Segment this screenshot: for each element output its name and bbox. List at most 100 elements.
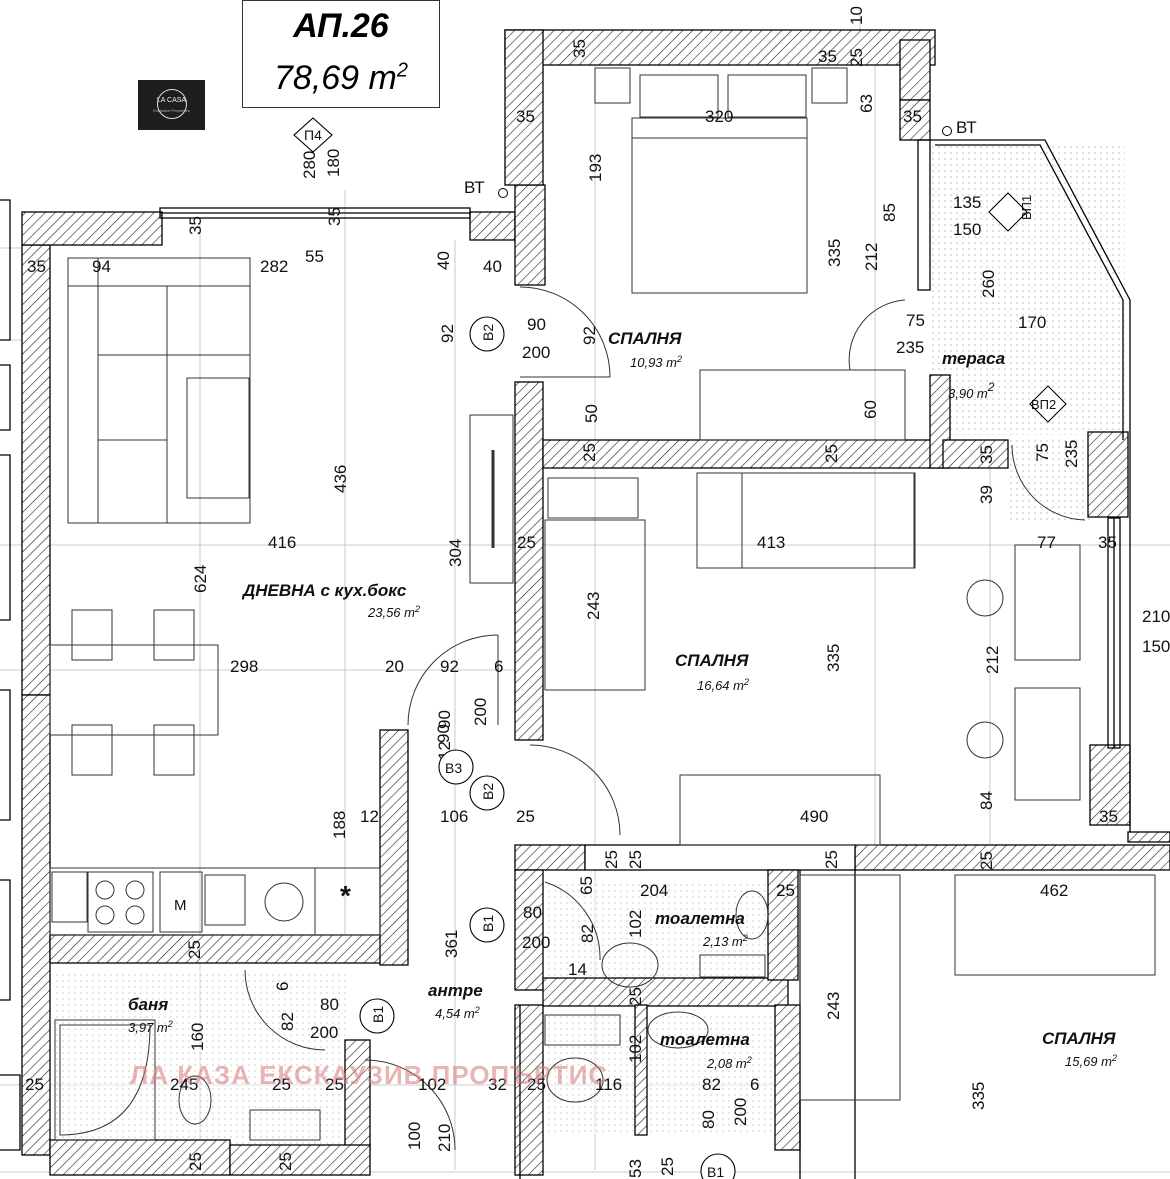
- element-tags: П4 ВП1 ВП2 B2 B2 B3 B1 B1 B1: [293, 117, 1067, 1179]
- svg-text:ВП1: ВП1: [1019, 195, 1034, 220]
- sofa-bed: [696, 472, 916, 569]
- dim: 25: [516, 807, 535, 826]
- dim: 25: [580, 443, 599, 462]
- dim: 35: [570, 39, 589, 58]
- dim: 204: [640, 881, 668, 900]
- sofa: [67, 257, 251, 524]
- svg-text:B1: B1: [480, 915, 496, 932]
- dim: 82: [578, 924, 597, 943]
- single-bed: [544, 519, 646, 691]
- dim: 243: [584, 592, 603, 620]
- dim: 624: [191, 565, 210, 593]
- dim: 14: [568, 960, 587, 979]
- dim: 35: [516, 107, 535, 126]
- marks: ВТ ВТ M *: [174, 118, 977, 914]
- dim: 436: [331, 465, 350, 493]
- dim: 35: [325, 207, 344, 226]
- svg-text:B2: B2: [480, 783, 496, 800]
- logo-ring-icon: [157, 89, 187, 119]
- dim: 35: [903, 107, 922, 126]
- dim: 92: [580, 326, 599, 345]
- dim: 25: [325, 1075, 344, 1094]
- tag-b1-1: B1: [469, 907, 505, 943]
- dim: 90: [434, 724, 453, 743]
- apartment-name: АП.26: [293, 7, 389, 45]
- dim: 212: [983, 646, 1002, 674]
- tag-b1-2: B1: [359, 998, 395, 1034]
- dim: 102: [626, 1035, 645, 1063]
- dim: 80: [320, 995, 339, 1014]
- dim: 6: [494, 657, 503, 676]
- dim: 102: [626, 910, 645, 938]
- walls: [21, 29, 1170, 1176]
- dim: 193: [586, 154, 605, 182]
- dim: 416: [268, 533, 296, 552]
- room-name-bathroom: баня: [128, 995, 168, 1014]
- dim: 335: [969, 1082, 988, 1110]
- dim: 245: [170, 1075, 198, 1094]
- dim: 25: [658, 1157, 677, 1176]
- dim: 200: [731, 1098, 750, 1126]
- dim: 84: [977, 791, 996, 810]
- dim: 260: [979, 270, 998, 298]
- dim: 60: [861, 400, 880, 419]
- room-name-toilet-2: тоалетна: [660, 1030, 750, 1049]
- dim: 210: [435, 1124, 454, 1152]
- dim: 25: [977, 851, 996, 870]
- dim: 25: [527, 1075, 546, 1094]
- room-area-toilet-1: 2,13 m2: [702, 933, 748, 949]
- dim: 170: [1018, 313, 1046, 332]
- room-name-bedroom-1: СПАЛНЯ: [608, 329, 682, 348]
- dim: 35: [1099, 807, 1118, 826]
- dimension-labels: 10 35 35 25 35 63 320 35 280 180 193 85 …: [25, 6, 1170, 1178]
- room-area-toilet-2: 2,08 m2: [706, 1055, 752, 1071]
- dim: 180: [324, 149, 343, 177]
- dining-table: [49, 644, 219, 736]
- dim: 82: [278, 1012, 297, 1031]
- room-area-bedroom-1: 10,93 m2: [630, 354, 682, 370]
- svg-text:ВП2: ВП2: [1031, 397, 1056, 412]
- dim: 80: [523, 903, 542, 922]
- floor-finish: [52, 145, 1125, 1145]
- dim: 106: [440, 807, 468, 826]
- dim: 85: [880, 203, 899, 222]
- dim: 490: [800, 807, 828, 826]
- dim: 462: [1040, 881, 1068, 900]
- room-name-bedroom-3: СПАЛНЯ: [1042, 1029, 1116, 1048]
- room-name-bedroom-2: СПАЛНЯ: [675, 651, 749, 670]
- dim: 94: [92, 257, 111, 276]
- outlines: [0, 139, 1131, 1179]
- dim: 6: [750, 1075, 759, 1094]
- room-area-bedroom-2: 16,64 m2: [697, 677, 749, 693]
- room-area-bathroom: 3,97 m2: [128, 1019, 173, 1035]
- dim: 25: [186, 1152, 205, 1171]
- room-name-terrace: тераса: [942, 349, 1005, 368]
- dim: 25: [776, 881, 795, 900]
- door-swings: [244, 286, 1086, 1151]
- dim: 55: [305, 247, 324, 266]
- dim: 25: [626, 850, 645, 869]
- desk: [1014, 544, 1081, 661]
- dim: 25: [626, 987, 645, 1006]
- dim: 320: [705, 107, 733, 126]
- dim: 92: [440, 657, 459, 676]
- dim: 235: [896, 338, 924, 357]
- dim: 150: [953, 220, 981, 239]
- dim: 100: [405, 1122, 424, 1150]
- tag-vp1: ВП1: [988, 192, 1034, 232]
- watermark: ЛА КАЗА ЕКСКАУЗИВ ПРОПЪРТИС: [130, 1060, 609, 1090]
- dim: 25: [822, 850, 841, 869]
- dim: 50: [582, 404, 601, 423]
- tag-p4: П4: [293, 117, 333, 153]
- room-area-bedroom-3: 15,69 m2: [1065, 1053, 1117, 1069]
- dim: 40: [483, 257, 502, 276]
- dim: 200: [310, 1023, 338, 1042]
- svg-text:B1: B1: [370, 1006, 386, 1023]
- dim: 413: [757, 533, 785, 552]
- dim: 35: [1098, 533, 1117, 552]
- dim: 53: [626, 1159, 645, 1178]
- room-area-living: 23,56 m2: [367, 604, 420, 620]
- dim: 90: [435, 710, 454, 729]
- room-name-toilet-1: тоалетна: [655, 909, 745, 928]
